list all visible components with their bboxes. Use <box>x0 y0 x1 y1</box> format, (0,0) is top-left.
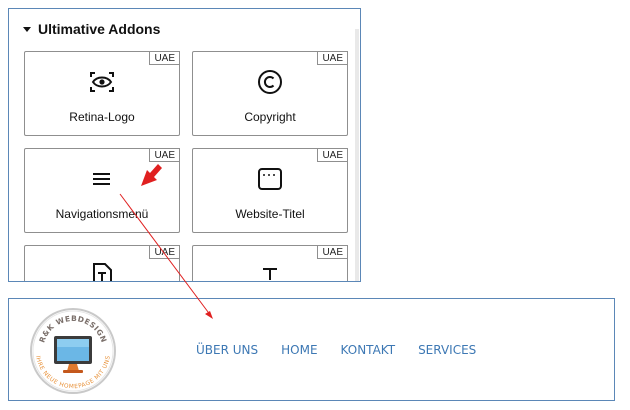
uae-badge: UAE <box>149 51 180 65</box>
widget-label: Website-Titel <box>235 207 305 221</box>
widget-panel: Ultimative Addons UAE Retina-Logo UAE Co… <box>8 8 361 282</box>
uae-badge: UAE <box>149 148 180 162</box>
widget-label: Retina-Logo <box>69 110 135 124</box>
monitor-icon <box>54 336 92 373</box>
site-header-preview: R&K WEBDESIGN IHRE NEUE HOMEPAGE MIT UNS… <box>8 298 615 401</box>
widget-text[interactable]: UAE <box>192 245 348 281</box>
widget-label: Navigationsmenü <box>55 207 149 221</box>
text-format-icon <box>256 262 284 281</box>
uae-badge: UAE <box>317 148 348 162</box>
category-header[interactable]: Ultimative Addons <box>23 20 160 38</box>
widget-retina-logo[interactable]: UAE Retina-Logo <box>24 51 180 136</box>
widget-label: Copyright <box>244 110 296 124</box>
category-title: Ultimative Addons <box>38 21 161 37</box>
document-text-icon <box>88 262 116 281</box>
main-navigation: ÜBER UNS HOME KONTAKT SERVICES <box>196 343 499 357</box>
widget-document[interactable]: UAE <box>24 245 180 281</box>
nav-link-home[interactable]: HOME <box>281 343 318 357</box>
widget-navigationsmenu[interactable]: UAE Navigationsmenü <box>24 148 180 233</box>
browser-window-icon <box>256 165 284 193</box>
hamburger-menu-icon <box>88 165 116 193</box>
site-logo[interactable]: R&K WEBDESIGN IHRE NEUE HOMEPAGE MIT UNS <box>29 307 117 395</box>
nav-link-kontakt[interactable]: KONTAKT <box>340 343 396 357</box>
uae-badge: UAE <box>149 245 180 259</box>
eye-frame-icon <box>88 68 116 96</box>
caret-down-icon[interactable] <box>23 27 31 32</box>
uae-badge: UAE <box>317 51 348 65</box>
widget-copyright[interactable]: UAE Copyright <box>192 51 348 136</box>
nav-link-ueber-uns[interactable]: ÜBER UNS <box>196 343 259 357</box>
widget-website-titel[interactable]: UAE Website-Titel <box>192 148 348 233</box>
uae-badge: UAE <box>317 245 348 259</box>
copyright-icon <box>256 68 284 96</box>
nav-link-services[interactable]: SERVICES <box>418 343 477 357</box>
scrollbar[interactable] <box>355 29 359 281</box>
